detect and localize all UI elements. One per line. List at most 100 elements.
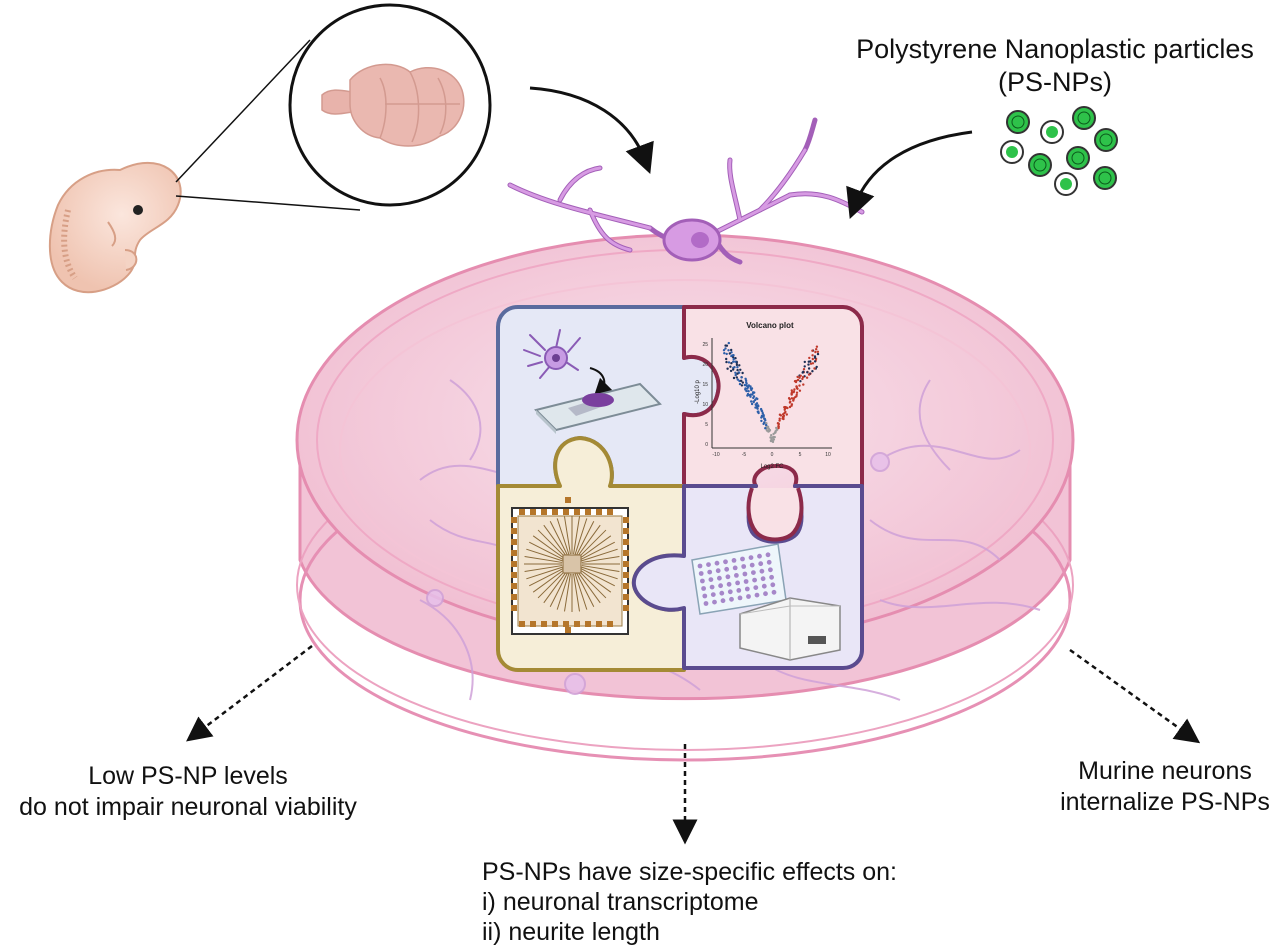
electrode-trace: [529, 541, 564, 560]
volcano-title: Volcano plot: [746, 321, 794, 330]
plate-well: [702, 593, 708, 599]
volcano-point: [725, 352, 728, 356]
volcano-point: [732, 354, 735, 357]
volcano-point: [793, 388, 796, 391]
volcano-point: [798, 376, 801, 379]
volcano-point: [768, 428, 772, 432]
volcano-point: [790, 404, 793, 407]
volcano-point: [807, 373, 811, 376]
volcano-point: [729, 365, 732, 368]
electrode-trace: [574, 518, 588, 555]
plate-well: [717, 575, 722, 581]
volcano-point: [815, 348, 818, 351]
volcano-point: [787, 397, 791, 400]
electrode-trace: [577, 571, 601, 604]
volcano-point: [799, 374, 802, 377]
electrode-trace: [526, 548, 563, 562]
plate-well: [718, 583, 723, 589]
electrode-pad: [511, 539, 517, 545]
electrode-pad: [565, 627, 571, 633]
plate-well: [751, 570, 756, 575]
size-effects-conclusion: PS-NPs have size-specific effects on: i)…: [482, 857, 1042, 947]
volcano-point: [776, 422, 780, 425]
plate-well: [707, 569, 713, 575]
electrode-pad: [623, 550, 629, 556]
volcano-point: [782, 417, 785, 421]
volcano-point: [813, 360, 817, 363]
electrode-trace: [543, 524, 567, 557]
volcano-point: [782, 415, 785, 419]
particles-title-line2: (PS-NPs): [998, 67, 1112, 97]
volcano-point: [755, 405, 758, 408]
volcano-y-tick: 20: [702, 362, 708, 368]
low-levels-line2: do not impair neuronal viability: [19, 793, 357, 821]
plate-well: [757, 553, 762, 559]
volcano-point: [759, 407, 763, 411]
volcano-x-tick: 0: [771, 452, 774, 458]
volcano-point: [747, 390, 750, 393]
particle: [1094, 128, 1118, 152]
electrode-trace: [576, 521, 595, 556]
electrode-pad: [511, 583, 517, 589]
volcano-point: [735, 363, 739, 367]
volcano-point: [774, 430, 777, 433]
dotted-arrow-left: [186, 645, 313, 742]
volcano-point: [730, 362, 733, 365]
electrode-pad: [511, 561, 517, 567]
plate-well: [749, 562, 755, 568]
electrode-pad: [511, 605, 517, 611]
plate-well: [698, 571, 704, 576]
volcano-point: [801, 371, 804, 374]
plate-well: [763, 591, 768, 597]
volcano-point: [811, 357, 814, 361]
volcano-point: [764, 427, 767, 430]
volcano-point: [799, 380, 802, 383]
plate-well: [753, 585, 759, 590]
electrode-pad: [623, 561, 629, 567]
plate-well: [697, 563, 703, 569]
volcano-point: [725, 357, 728, 361]
volcano-point: [801, 377, 804, 381]
plate-well: [760, 576, 766, 582]
plate-well: [703, 601, 709, 606]
volcano-point: [732, 376, 736, 380]
volcano-point: [756, 397, 759, 401]
volcano-point: [730, 348, 733, 352]
electrode-trace: [577, 524, 601, 557]
plate-well: [708, 577, 714, 582]
volcano-point: [769, 436, 772, 439]
volcano-point: [736, 366, 739, 369]
volcano-xlabel: Log2 FC: [760, 464, 784, 470]
volcano-point: [740, 376, 743, 379]
volcano-point: [803, 360, 806, 364]
volcano-point: [745, 382, 748, 385]
volcano-point: [754, 403, 758, 407]
volcano-point: [736, 368, 739, 372]
electrode-pad: [519, 509, 525, 515]
volcano-point: [789, 400, 792, 403]
plate-well: [732, 565, 738, 571]
electrode-trace: [549, 521, 568, 556]
volcano-point: [806, 371, 809, 374]
volcano-point: [734, 357, 737, 360]
volcano-point: [730, 351, 733, 354]
volcano-point: [771, 440, 775, 443]
electrode-pad: [565, 497, 571, 503]
electrode-pad: [623, 605, 629, 611]
volcano-point: [781, 413, 785, 416]
plate-well: [758, 561, 764, 567]
plate-well: [759, 568, 765, 574]
volcano-point: [760, 419, 763, 423]
volcano-point: [734, 371, 737, 374]
particle: [1028, 153, 1052, 177]
electrode-pad: [623, 572, 629, 578]
electrode-pad: [623, 528, 629, 534]
volcano-point: [798, 384, 801, 387]
volcano-point: [769, 439, 773, 442]
particle: [1066, 146, 1090, 170]
volcano-point: [744, 377, 747, 380]
volcano-point: [729, 369, 733, 373]
volcano-point: [805, 376, 809, 379]
plate-well: [709, 584, 715, 590]
